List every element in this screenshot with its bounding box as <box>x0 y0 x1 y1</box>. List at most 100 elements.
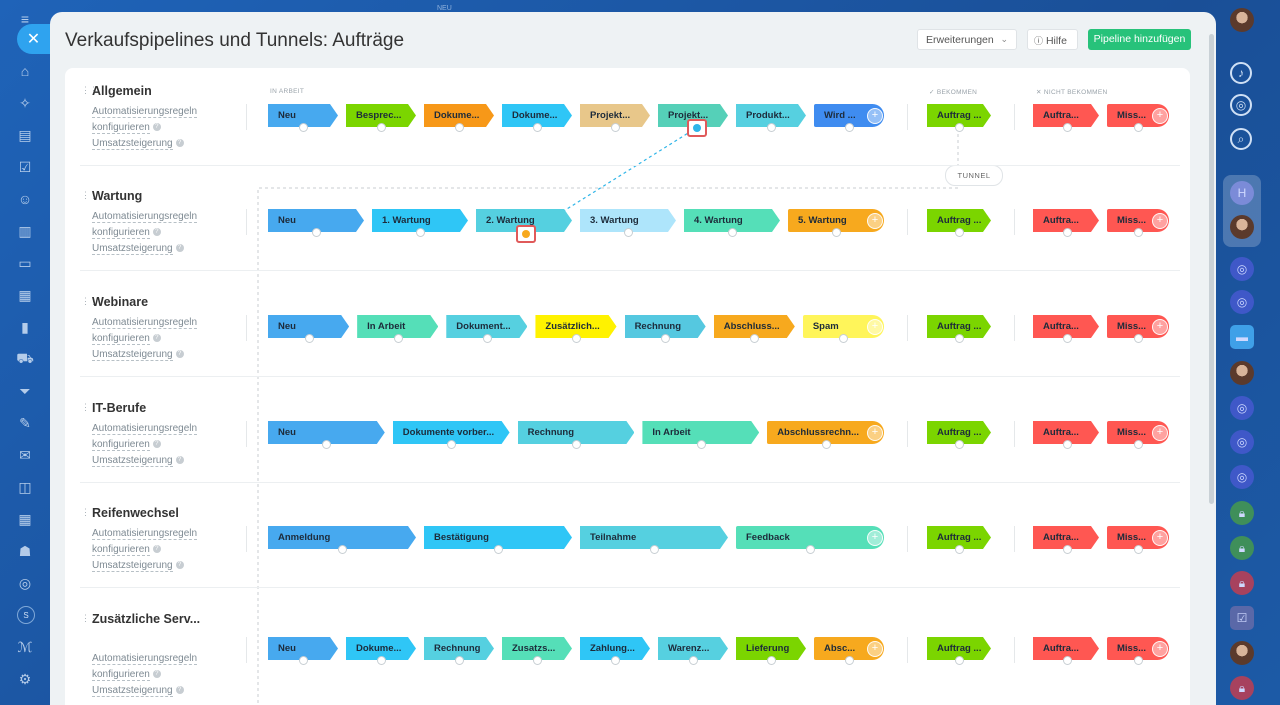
stage-connector-dot[interactable] <box>299 123 308 132</box>
puzzle-icon[interactable]: ✧ <box>19 94 31 111</box>
stage-connector-dot[interactable] <box>1134 334 1143 343</box>
stage-connector-dot[interactable] <box>455 656 464 665</box>
stage-connector-dot[interactable] <box>1134 228 1143 237</box>
drag-handle-icon[interactable]: ⋮⋮ <box>81 296 98 306</box>
stage-chip[interactable]: Neu <box>268 209 364 232</box>
lost-stage-chip[interactable]: Auftra... <box>1033 421 1099 444</box>
lock-icon-1[interactable]: 🔒︎ <box>1230 501 1254 525</box>
channel-icon-1[interactable]: ◎ <box>1230 257 1254 281</box>
stage-connector-dot[interactable] <box>661 334 671 343</box>
stage-connector-dot[interactable] <box>845 123 854 132</box>
stage-connector-dot[interactable] <box>322 440 332 449</box>
sales-boost-link[interactable]: Umsatzsteigerung <box>92 455 173 467</box>
stage-chip[interactable]: Projekt... <box>658 104 728 127</box>
tunnel-marker-target[interactable] <box>516 225 536 243</box>
payments-icon[interactable]: ▭ <box>18 254 32 271</box>
stage-chip[interactable]: Abschluss... <box>714 315 795 338</box>
stage-chip[interactable]: Produkt... <box>736 104 806 127</box>
stage-connector-dot[interactable] <box>447 440 457 449</box>
stage-connector-dot[interactable] <box>572 440 581 449</box>
stage-chip[interactable]: Dokume... <box>346 637 416 660</box>
plus-icon[interactable]: + <box>1152 641 1168 657</box>
tasks-icon[interactable]: ☑ <box>18 158 32 175</box>
stage-chip[interactable]: Neu <box>268 104 338 127</box>
stage-connector-dot[interactable] <box>728 228 737 237</box>
menu-icon[interactable]: ≡ <box>20 11 30 27</box>
stage-connector-dot[interactable] <box>821 440 831 449</box>
stage-chip[interactable]: Abschlussrechn... <box>767 421 884 444</box>
stage-chip[interactable]: Dokumente vorber... <box>393 421 510 444</box>
stage-chip[interactable]: 4. Wartung <box>684 209 780 232</box>
plus-icon[interactable]: + <box>867 213 883 229</box>
stage-connector-dot[interactable] <box>393 334 403 343</box>
chat-avatar-3[interactable] <box>1230 641 1254 665</box>
stage-connector-dot[interactable] <box>611 656 620 665</box>
stage-chip[interactable]: Lieferung <box>736 637 806 660</box>
stage-connector-dot[interactable] <box>1063 334 1072 343</box>
stage-connector-dot[interactable] <box>338 545 347 554</box>
market-icon[interactable]: ℳ <box>17 638 33 655</box>
stage-chip[interactable]: Zahlung... <box>580 637 650 660</box>
lock-icon-4[interactable]: 🔒︎ <box>1230 676 1254 700</box>
stage-connector-dot[interactable] <box>1063 228 1072 237</box>
stage-chip[interactable]: Besprec... <box>346 104 416 127</box>
chat-avatar-2[interactable] <box>1230 361 1254 385</box>
close-button[interactable]: ✕ <box>17 24 50 54</box>
stage-connector-dot[interactable] <box>533 123 542 132</box>
tunnel-marker-source[interactable] <box>687 119 707 137</box>
home-icon[interactable]: ⌂ <box>20 63 30 79</box>
plus-icon[interactable]: + <box>1152 213 1168 229</box>
stage-connector-dot[interactable] <box>1063 440 1072 449</box>
stage-chip[interactable]: Rechnung <box>518 421 635 444</box>
sales-boost-link[interactable]: Umsatzsteigerung <box>92 560 173 572</box>
extensions-button[interactable]: Erweiterungen ⌄ <box>917 29 1017 50</box>
calendar-icon[interactable]: ▦ <box>18 510 32 527</box>
stage-connector-dot[interactable] <box>689 656 698 665</box>
stage-chip[interactable]: Absc... <box>814 637 884 660</box>
stage-chip[interactable]: 3. Wartung <box>580 209 676 232</box>
plus-icon[interactable]: + <box>1152 425 1168 441</box>
stage-chip[interactable]: Projekt... <box>580 104 650 127</box>
stage-connector-dot[interactable] <box>650 545 659 554</box>
chat-avatar-h[interactable]: H <box>1230 181 1254 205</box>
cart-icon[interactable]: ⛟ <box>16 349 34 366</box>
stage-chip[interactable]: Feedback <box>736 526 884 549</box>
lost-stage-chip[interactable]: Auftra... <box>1033 104 1099 127</box>
stage-chip[interactable]: 1. Wartung <box>372 209 468 232</box>
stage-connector-dot[interactable] <box>455 123 464 132</box>
settings-icon[interactable]: ⚙ <box>18 670 32 687</box>
sales-boost-link[interactable]: Umsatzsteigerung <box>92 349 173 361</box>
stage-connector-dot[interactable] <box>624 228 633 237</box>
target-icon[interactable]: ◎ <box>18 574 32 591</box>
add-pipeline-button[interactable]: Pipeline hinzufügen <box>1088 29 1191 50</box>
lock-icon-3[interactable]: 🔒︎ <box>1230 571 1254 595</box>
stage-chip[interactable]: 5. Wartung <box>788 209 884 232</box>
won-stage-chip[interactable]: Auftrag ... <box>927 315 991 338</box>
stage-connector-dot[interactable] <box>806 545 815 554</box>
stage-connector-dot[interactable] <box>955 545 964 554</box>
drag-handle-icon[interactable]: ⋮⋮ <box>81 507 98 517</box>
stage-connector-dot[interactable] <box>839 334 849 343</box>
stage-connector-dot[interactable] <box>1134 656 1143 665</box>
search-icon[interactable]: ⌕ <box>1230 128 1252 150</box>
edit-icon[interactable]: ✎ <box>19 414 31 431</box>
analytics-icon[interactable]: ▮ <box>21 318 29 335</box>
stage-connector-dot[interactable] <box>750 334 760 343</box>
stage-connector-dot[interactable] <box>955 228 964 237</box>
channel-icon-3[interactable]: ◎ <box>1230 396 1254 420</box>
stage-chip[interactable]: Neu <box>268 421 385 444</box>
stage-chip[interactable]: Dokume... <box>424 104 494 127</box>
stage-connector-dot[interactable] <box>955 334 964 343</box>
plus-icon[interactable]: + <box>1152 319 1168 335</box>
stage-connector-dot[interactable] <box>1063 545 1072 554</box>
stage-connector-dot[interactable] <box>1063 123 1072 132</box>
stage-connector-dot[interactable] <box>1134 440 1143 449</box>
stage-chip[interactable]: Dokume... <box>502 104 572 127</box>
sales-boost-link[interactable]: Umsatzsteigerung <box>92 685 173 697</box>
stage-connector-dot[interactable] <box>767 656 776 665</box>
plus-icon[interactable]: + <box>1152 108 1168 124</box>
crm-icon[interactable]: ▦ <box>18 286 32 303</box>
